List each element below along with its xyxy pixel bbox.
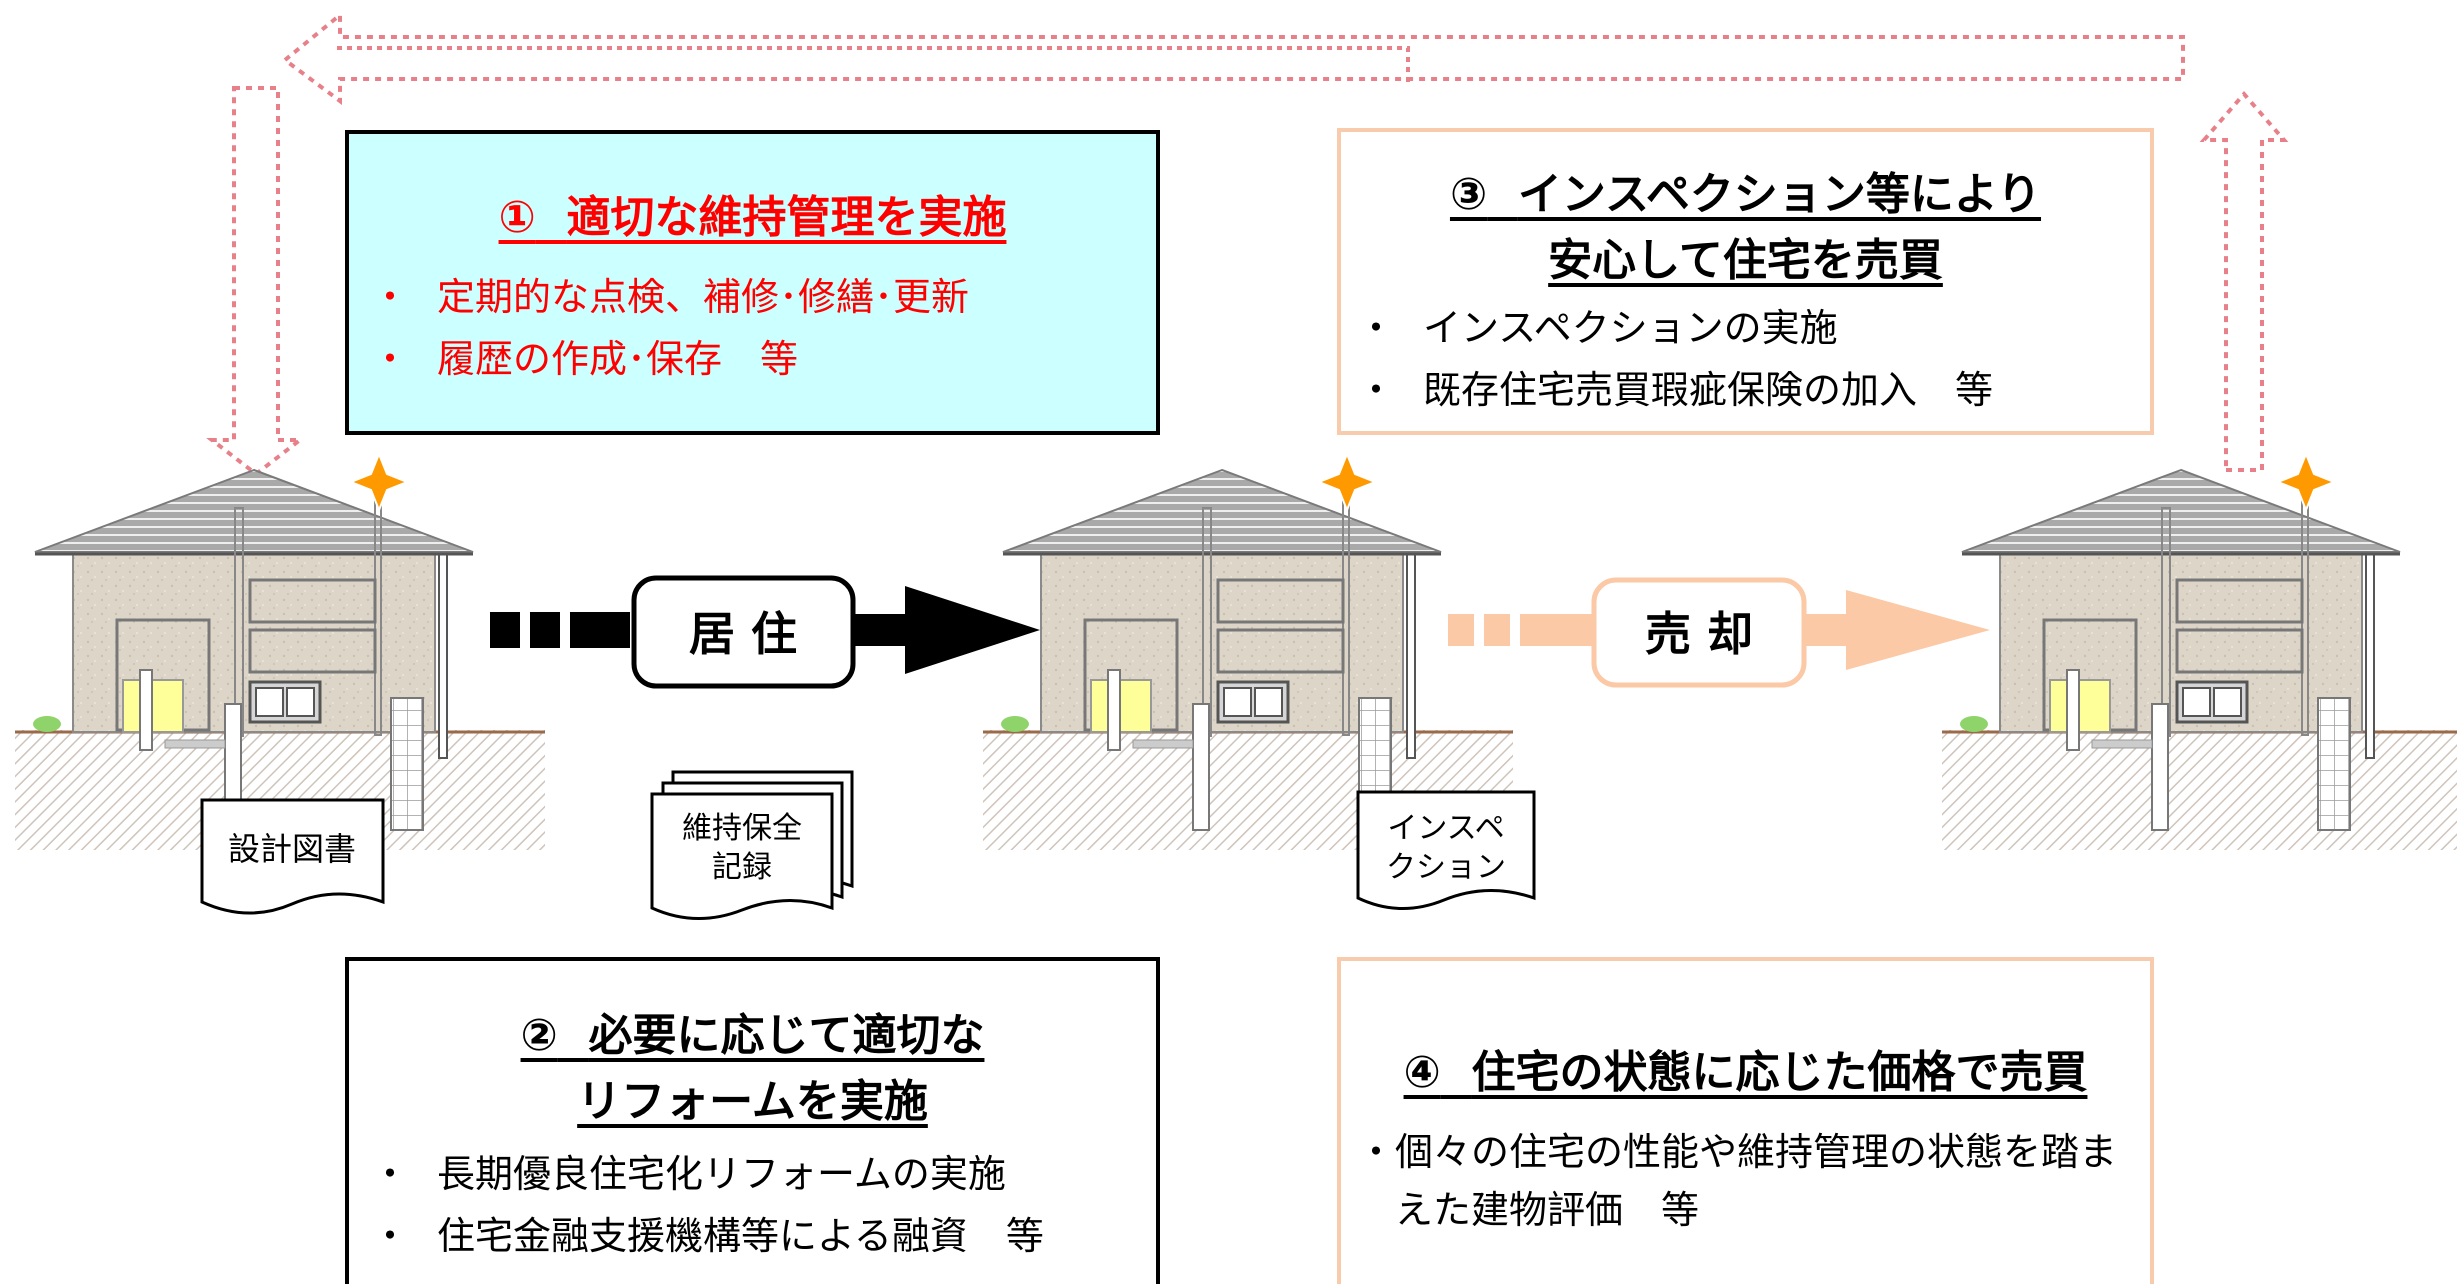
inspection-box-number: ③ [1449,169,1488,220]
pricing-box: ④ 住宅の状態に応じた価格で売買 個々の住宅の性能や維持管理の状態を踏まえた建物… [1337,957,2154,1284]
reform-item-2: 住宅金融支援機構等による融資 等 [371,1205,1151,1267]
pricing-item-1: 個々の住宅の性能や維持管理の状態を踏まえた建物評価 等 [1357,1123,2147,1239]
design-document-icon: 設計図書 [200,798,385,915]
inspection-document-label-1: インスペ [1387,811,1504,846]
reform-box-title-line2: リフォームを実施 [577,1076,928,1127]
inspection-document-icon: インスペ クション [1356,790,1536,910]
reform-box-title-line1: 必要に応じて適切な [588,1010,985,1061]
reform-box: ② 必要に応じて適切な リフォームを実施 長期優良住宅化リフォームの実施 住宅金… [345,957,1160,1284]
inspection-box: ③ インスペクション等により 安心して住宅を売買 インスペクションの実施 既存住… [1337,128,2154,435]
pricing-box-title: ④ 住宅の状態に応じた価格で売買 [1341,1047,2150,1100]
reform-item-1: 長期優良住宅化リフォームの実施 [371,1143,1151,1205]
inspection-box-title-line1: インスペクション等により [1517,169,2042,220]
maintenance-box: ① 適切な維持管理を実施 定期的な点検、補修･修繕･更新 履歴の作成･保存 等 [345,130,1160,435]
maintenance-record-icon: 維持保全 記録 [650,770,854,920]
residence-arrow: 居 住 [490,575,1040,689]
inspection-item-1: インスペクションの実施 [1357,297,2147,359]
sale-label: 売 却 [1645,607,1753,661]
maintenance-item-1: 定期的な点検、補修･修繕･更新 [371,266,1151,328]
inspection-document-label-2: クション [1386,850,1506,885]
reform-box-title: ② 必要に応じて適切な リフォームを実施 [349,1003,1156,1135]
maintenance-item-2: 履歴の作成･保存 等 [371,328,1151,390]
inspection-box-title-line2: 安心して住宅を売買 [1548,235,1943,286]
residence-label: 居 住 [689,607,797,661]
maintenance-record-label-1: 維持保全 [682,811,802,846]
return-loop-arrow [206,10,2289,477]
house-1 [13,452,547,852]
inspection-item-2: 既存住宅売買瑕疵保険の加入 等 [1357,359,2147,421]
house-3 [1940,452,2457,852]
design-document-label: 設計図書 [228,830,356,868]
maintenance-record-label-2: 記録 [712,850,772,885]
maintenance-box-number: ① [498,192,536,243]
pricing-box-title-text: 住宅の状態に応じた価格で売買 [1471,1047,2088,1098]
reform-box-number: ② [520,1010,558,1061]
sale-arrow: 売 却 [1448,577,1990,688]
maintenance-box-title: ① 適切な維持管理を実施 [349,192,1156,245]
maintenance-box-title-text: 適切な維持管理を実施 [566,192,1007,243]
inspection-box-title: ③ インスペクション等により 安心して住宅を売買 [1341,162,2150,294]
pricing-box-number: ④ [1403,1047,1441,1098]
